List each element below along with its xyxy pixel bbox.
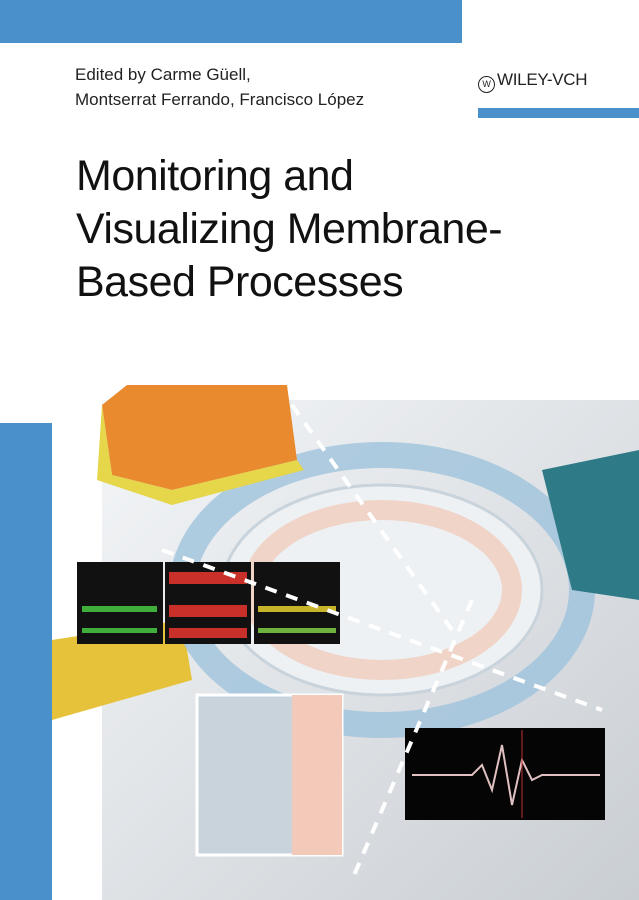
editors-line-2: Montserrat Ferrando, Francisco López xyxy=(75,90,365,109)
left-accent-bar xyxy=(0,423,52,900)
flow-channel xyxy=(242,500,522,680)
title-line-3: Based Processes xyxy=(76,258,404,306)
surface-base xyxy=(97,405,304,505)
editors-line-1: Edited by Carme Güell, xyxy=(75,65,251,84)
publisher-name: WILEY-VCH xyxy=(497,70,588,89)
inlet-pipe xyxy=(52,620,192,720)
signal-panels xyxy=(77,562,340,644)
cover-illustration xyxy=(52,385,639,900)
top-accent-bar xyxy=(0,0,462,43)
membrane-surface-3d xyxy=(102,385,297,490)
editors: Edited by Carme Güell, Montserrat Ferran… xyxy=(75,62,364,112)
title-line-1: Monitoring and xyxy=(76,152,354,200)
title-line-2: Visualizing Membrane- xyxy=(76,205,503,253)
dashed-guides xyxy=(161,403,603,881)
outlet-pipe xyxy=(542,450,639,600)
publisher-accent-bar xyxy=(478,108,639,118)
book-title: Monitoring and Visualizing Membrane- Bas… xyxy=(76,150,503,309)
wiley-logo-icon: W xyxy=(478,76,495,93)
waveform xyxy=(412,744,600,806)
inset-flow xyxy=(292,695,342,855)
